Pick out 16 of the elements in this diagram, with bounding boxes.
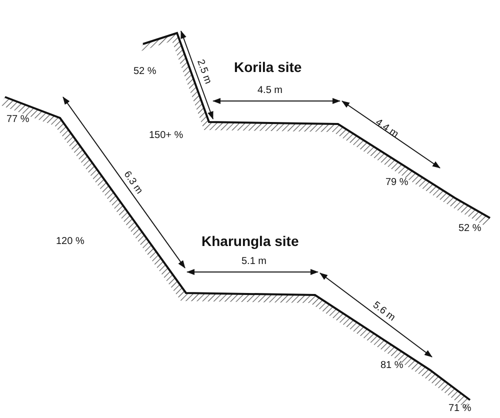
dimension-label: 5.1 m (242, 257, 267, 267)
slope-label: 52 % (458, 224, 482, 234)
dimension-label: 6.3 m (120, 170, 144, 196)
slope-label: 79 % (386, 178, 408, 188)
slope-label: 150+ % (149, 131, 184, 141)
site-label: Kharungla site (202, 234, 299, 248)
dimension-label: 2.5 m (194, 58, 212, 86)
dimension-label: 5.6 m (370, 300, 396, 324)
slope-label: 71 % (448, 404, 472, 414)
dimension-label: 4.4 m (372, 118, 400, 140)
slope-label: 81 % (380, 361, 404, 371)
slope-label: 120 % (56, 237, 84, 247)
slope-label: 52 % (134, 67, 156, 77)
dimension-label: 4.5 m (258, 86, 283, 96)
slope-label: 77 % (6, 115, 30, 125)
site-label: Korila site (234, 60, 302, 74)
